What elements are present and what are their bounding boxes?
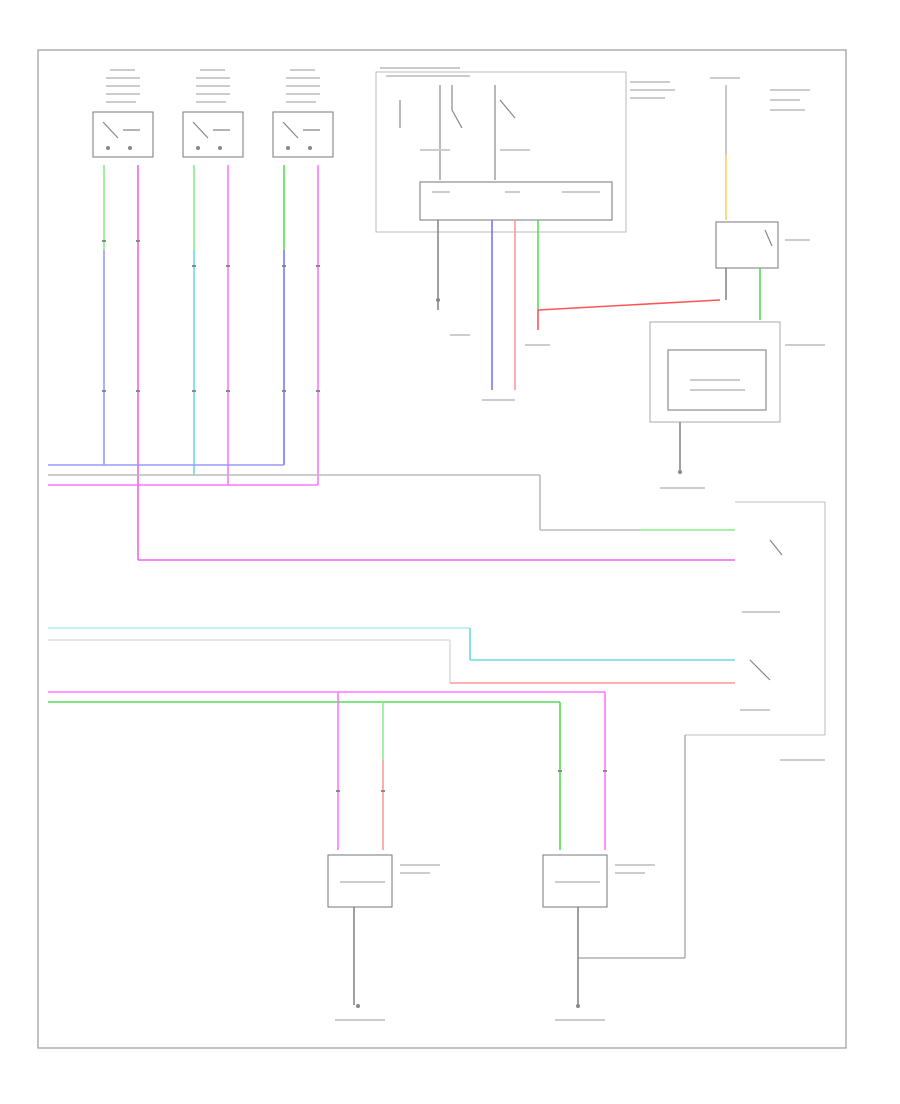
- heater-component-2: [182, 69, 244, 158]
- heater-component-1: [92, 69, 154, 158]
- connector-markers: [102, 240, 607, 792]
- right-relay: [710, 77, 810, 320]
- left-bus-lines: [48, 464, 735, 561]
- bottom-component-right: [542, 735, 686, 1021]
- mid-right-unit: [649, 321, 825, 489]
- bottom-component-left: [327, 854, 440, 1021]
- center-module-wires: [436, 220, 721, 401]
- lower-bus-lines: [48, 627, 735, 850]
- center-module: [375, 67, 675, 233]
- component-wires: [103, 165, 319, 560]
- heater-component-3: [272, 69, 334, 158]
- right-switch-unit: [685, 501, 826, 761]
- diagram-frame: [37, 49, 847, 1049]
